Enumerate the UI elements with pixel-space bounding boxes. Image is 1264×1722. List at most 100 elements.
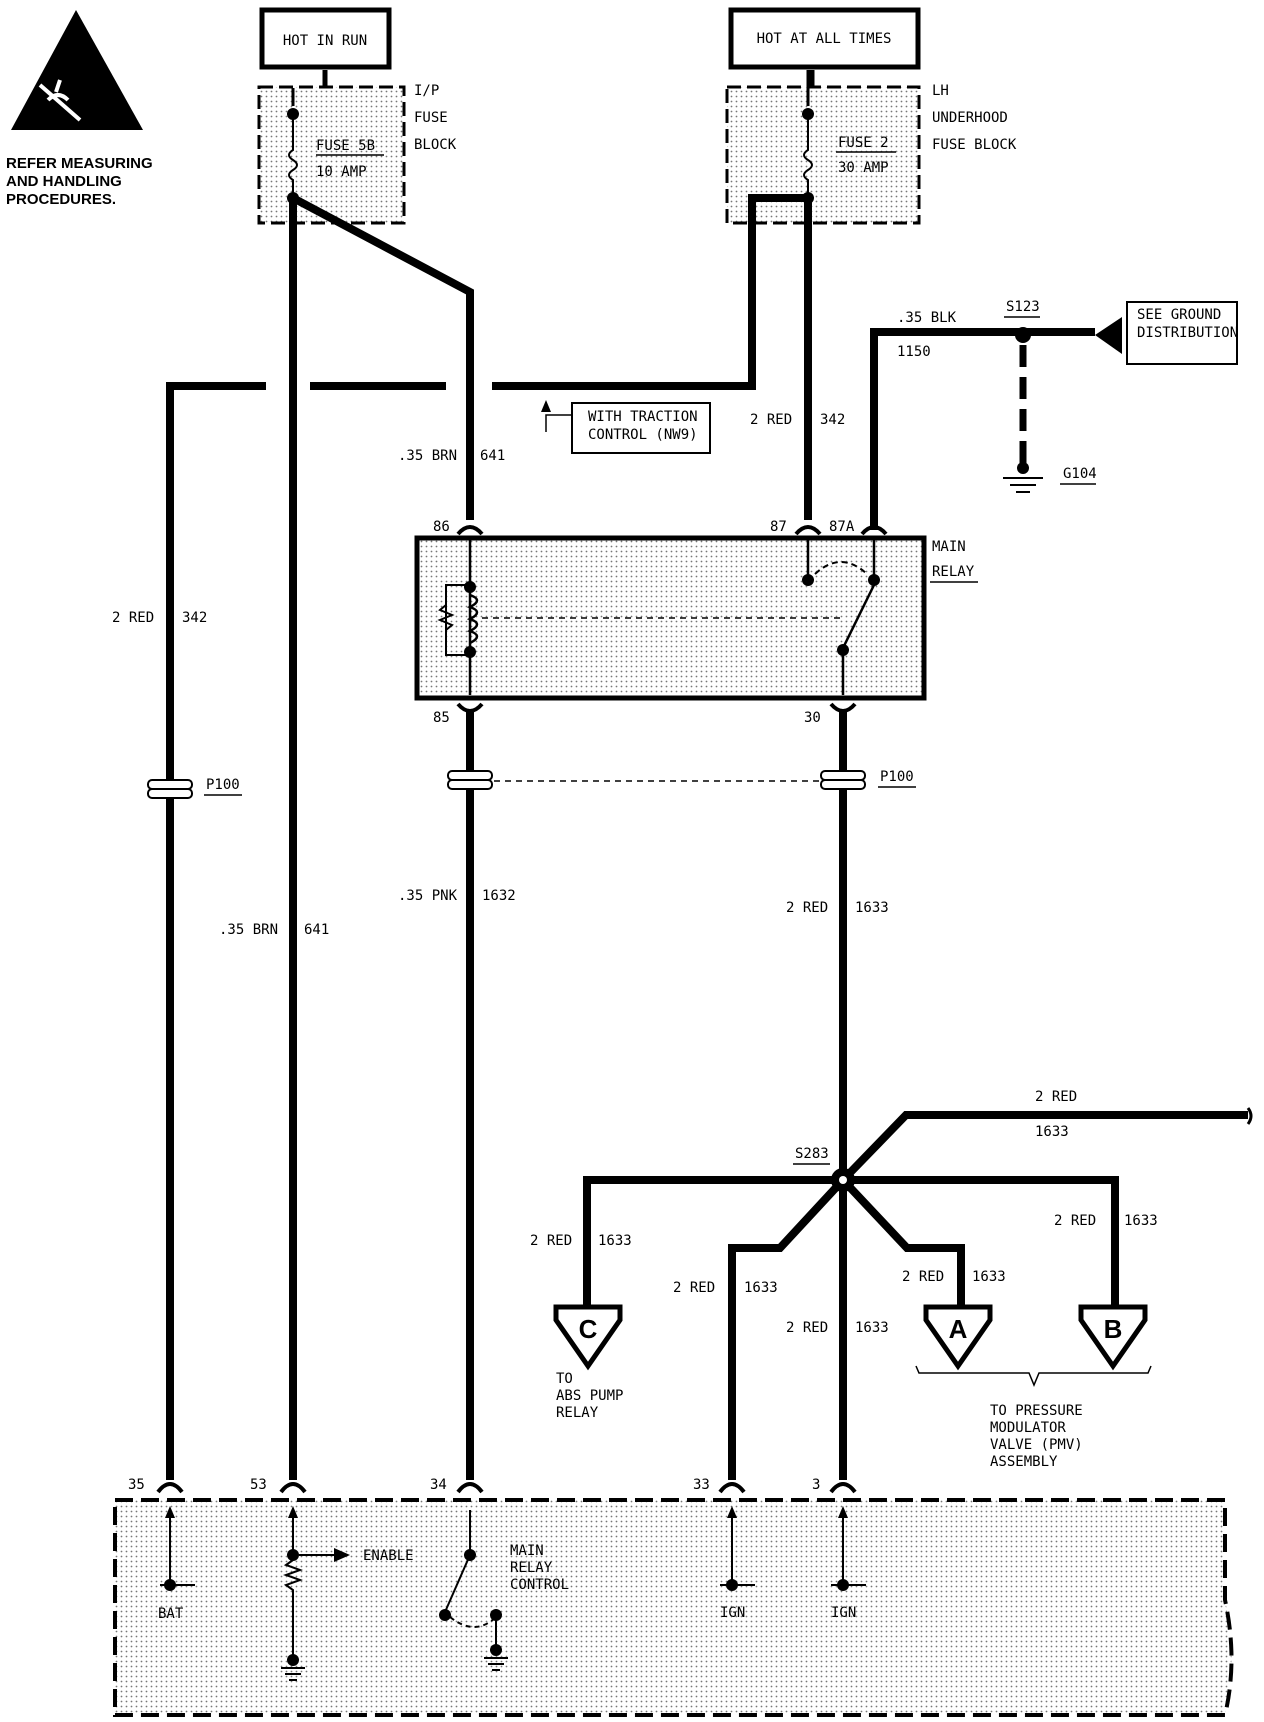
underhood-block-title-1: LH [932, 83, 949, 99]
hot-in-run-label: HOT IN RUN [283, 33, 367, 49]
ip-fuse-block-title-3: BLOCK [414, 137, 457, 153]
destination-b-icon: B [1078, 1304, 1148, 1371]
wire-1633-gauge-33: 2 RED [673, 1280, 715, 1296]
module-pin-34: 34 [430, 1477, 447, 1493]
see-ground-distribution-box [1126, 301, 1238, 365]
warning-line-3: PROCEDURES. [6, 191, 116, 208]
relay-pin-87: 87 [770, 519, 787, 535]
wire-641-circuit-upper: 641 [480, 448, 505, 464]
wire-342-circuit-lower: 342 [182, 610, 207, 626]
wire-1633-gauge-3: 2 RED [786, 1320, 828, 1336]
destination-c-line-2: ABS PUMP [556, 1388, 623, 1404]
destination-c-letter: C [579, 1314, 598, 1344]
fuse-5b-symbol [288, 112, 298, 198]
relay-pin-86: 86 [433, 519, 450, 535]
wire-1633-to-pin-33 [728, 1177, 846, 1480]
traction-note-line-2: CONTROL (NW9) [588, 427, 698, 443]
module-mrc-line-3: CONTROL [510, 1577, 569, 1593]
see-ground-line-2: DISTRIBUTION [1137, 325, 1238, 341]
ground-g104-label: G104 [1063, 466, 1097, 482]
traction-arrow-icon [541, 400, 551, 412]
relay-pin-30: 30 [804, 710, 821, 726]
wire-1633-to-a [840, 1177, 965, 1310]
hot-in-run-box [259, 7, 392, 70]
wire-1633-circuit-right: 1633 [1035, 1124, 1069, 1140]
wire-1633-gauge-c: 2 RED [530, 1233, 572, 1249]
fuse-5b-rating: 10 AMP [316, 164, 367, 180]
wire-1633-circuit-a: 1633 [972, 1269, 1006, 1285]
module-ign-2-label: IGN [831, 1605, 856, 1621]
fuse-5b-name: FUSE 5B [316, 138, 375, 154]
fuse-2-name: FUSE 2 [838, 135, 889, 151]
wire-1633-gauge-b: 2 RED [1054, 1213, 1096, 1229]
module-pin-53: 53 [250, 1477, 267, 1493]
module-pin-35: 35 [128, 1477, 145, 1493]
ground-wire-circuit: 1150 [897, 344, 931, 360]
pmv-brace [915, 1365, 1152, 1387]
destination-c-line-1: TO [556, 1371, 573, 1387]
hot-at-all-times-label: HOT AT ALL TIMES [757, 31, 892, 47]
module-mrc-line-2: RELAY [510, 1560, 553, 1576]
p100-left-label: P100 [206, 777, 240, 793]
splice-s283-label: S283 [795, 1146, 829, 1162]
fuse-2-rating: 30 AMP [838, 160, 889, 176]
wire-1633-gauge-a: 2 RED [902, 1269, 944, 1285]
pmv-line-4: ASSEMBLY [990, 1454, 1058, 1470]
main-relay-title-2: RELAY [932, 564, 975, 580]
wire-1633-gauge-main: 2 RED [786, 900, 828, 916]
traction-note-line-1: WITH TRACTION [588, 409, 698, 425]
wire-1633-to-right [840, 1111, 1248, 1183]
wire-641-to-relay-86 [291, 194, 474, 520]
ground-arrow-icon [1095, 317, 1122, 354]
wire-342-circuit-upper: 342 [820, 412, 845, 428]
module-ground-53-icon [281, 1667, 305, 1681]
wire-342-gauge-upper: 2 RED [750, 412, 792, 428]
wire-641-gauge-lower: .35 BRN [219, 922, 278, 938]
wire-1633-circuit-3: 1633 [855, 1320, 889, 1336]
pmv-line-1: TO PRESSURE [990, 1403, 1083, 1419]
wire-1633-circuit-33: 1633 [744, 1280, 778, 1296]
ground-wire-gauge: .35 BLK [897, 310, 957, 326]
p100-right-label: P100 [880, 769, 914, 785]
relay-switch-symbol [802, 540, 880, 695]
see-ground-line-1: SEE GROUND [1137, 307, 1221, 323]
esd-warning-icon [11, 10, 143, 130]
destination-a-letter: A [949, 1314, 968, 1344]
underhood-block-title-2: UNDERHOOD [932, 110, 1008, 126]
wire-1632-circuit: 1632 [482, 888, 516, 904]
module-ign-1-label: IGN [720, 1605, 745, 1621]
destination-a-icon: A [923, 1304, 993, 1371]
control-module-box [113, 1498, 1234, 1717]
relay-pin-87a: 87A [829, 519, 855, 535]
fuse-2-symbol [803, 110, 813, 198]
module-pin-3: 3 [812, 1477, 820, 1493]
p100-connector-left [147, 779, 193, 799]
warning-line-2: AND HANDLING [6, 173, 122, 190]
relay-pin-85: 85 [433, 710, 450, 726]
wire-1633-circuit-main: 1633 [855, 900, 889, 916]
ip-fuse-block-title-2: FUSE [414, 110, 448, 126]
wire-1633-circuit-b: 1633 [1124, 1213, 1158, 1229]
main-relay-title-1: MAIN [932, 539, 966, 555]
pmv-line-2: MODULATOR [990, 1420, 1066, 1436]
wire-641-gauge-upper: .35 BRN [398, 448, 457, 464]
p100-connector-1633 [820, 770, 866, 790]
wire-1633-to-b [843, 1176, 1119, 1310]
wire-641-circuit-lower: 641 [304, 922, 329, 938]
module-mrc-line-1: MAIN [510, 1543, 544, 1559]
wire-342-to-pin-35 [166, 382, 266, 1480]
traction-note-box [571, 402, 711, 454]
module-enable-label: ENABLE [363, 1548, 414, 1564]
module-bat-label: BAT [158, 1606, 184, 1622]
underhood-block-title-3: FUSE BLOCK [932, 137, 1017, 153]
hot-at-all-times-box [728, 7, 921, 70]
wire-1633-circuit-c: 1633 [598, 1233, 632, 1249]
wire-1632-gauge: .35 PNK [398, 888, 458, 904]
splice-s123-dot [1015, 327, 1031, 343]
ground-g104-icon [1003, 477, 1043, 493]
pmv-line-3: VALVE (PMV) [990, 1437, 1083, 1453]
destination-c-icon: C [553, 1304, 623, 1371]
relay-coil-symbol [437, 540, 479, 695]
enable-arrow-icon [299, 1548, 350, 1562]
